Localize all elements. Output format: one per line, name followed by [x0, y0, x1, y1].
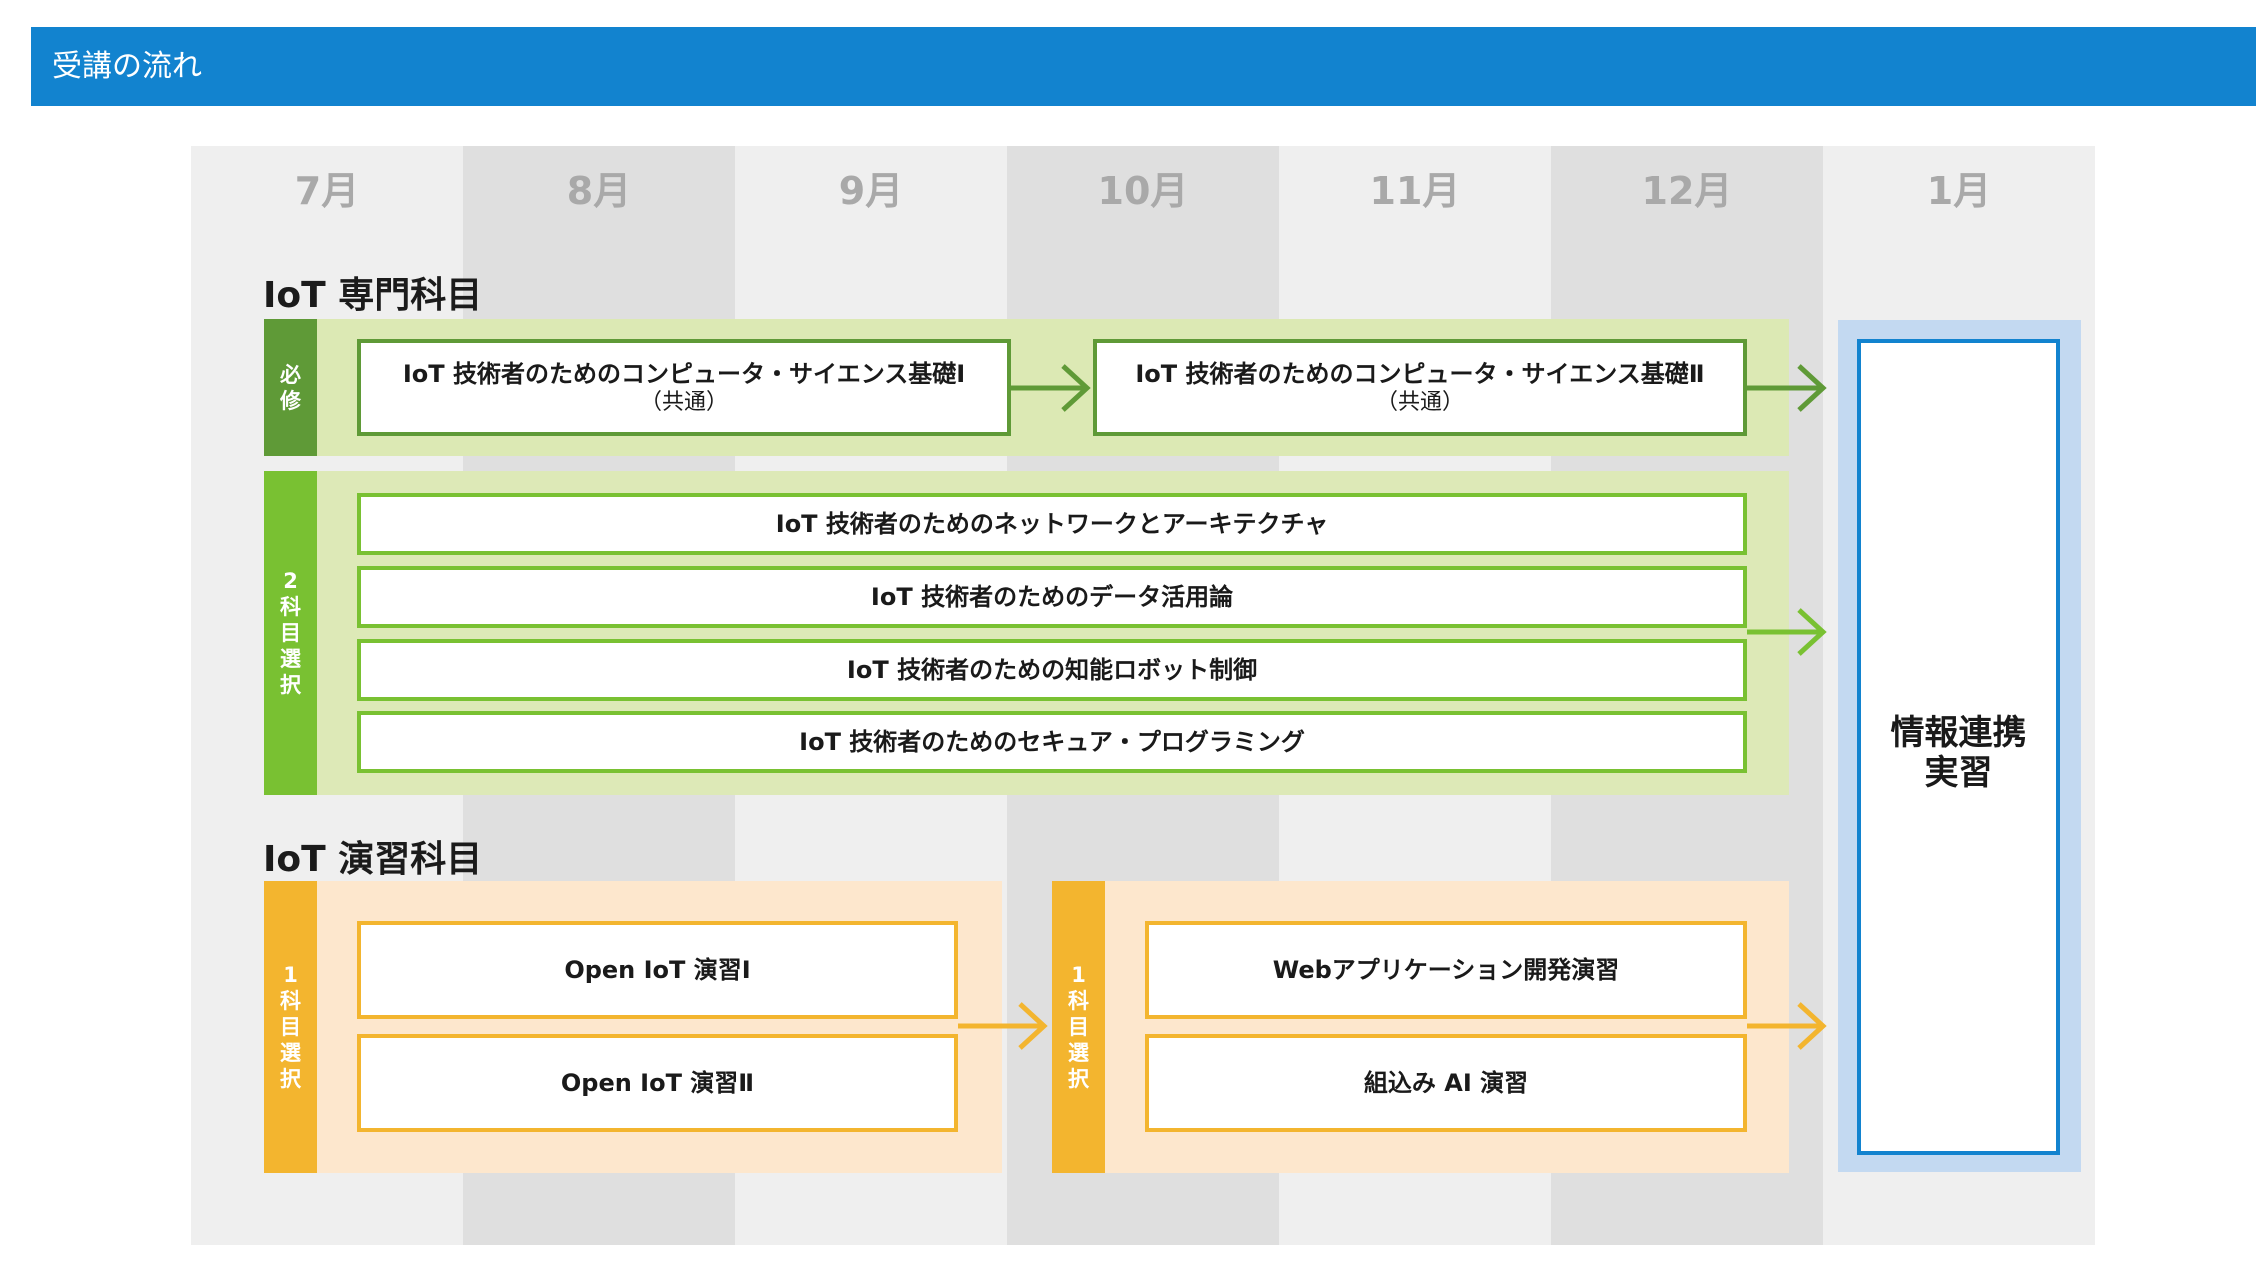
- section-title-practice: IoT 演習科目: [263, 839, 483, 880]
- arrow-right-icon: [958, 1002, 1048, 1050]
- page-title: 受講の流れ: [52, 49, 202, 84]
- course-title: Webアプリケーション開発演習: [1272, 956, 1620, 984]
- course-title: IoT 技術者のための知能ロボット制御: [846, 656, 1258, 684]
- elective-tab: 2科目選択: [264, 471, 317, 795]
- month-label: 10月: [1097, 169, 1189, 213]
- course-card-data: IoT 技術者のためのデータ活用論: [357, 566, 1747, 628]
- arrow-right-icon: [1747, 364, 1827, 412]
- course-title: 組込み AI 演習: [1363, 1069, 1529, 1097]
- header-bar: [31, 27, 2256, 106]
- arrow-right-icon: [1747, 608, 1827, 656]
- month-label: 1月: [1926, 169, 1992, 213]
- course-title: IoT 技術者のためのセキュア・プログラミング: [799, 728, 1305, 756]
- final-practicum-card: 情報連携実習: [1857, 339, 2060, 1155]
- course-card-secure: IoT 技術者のためのセキュア・プログラミング: [357, 711, 1747, 773]
- course-title: IoT 技術者のためのコンピュータ・サイエンス基礎Ⅱ: [1135, 359, 1705, 388]
- practice-tab-b: 1科目選択: [1052, 881, 1105, 1173]
- practice-tab-a: 1科目選択: [264, 881, 317, 1173]
- required-tab: 必修: [264, 319, 317, 456]
- course-card-open-iot-2: Open IoT 演習Ⅱ: [357, 1034, 958, 1132]
- course-note: （共通）: [1375, 389, 1464, 415]
- elective-tab-label: 2科目選択: [280, 569, 301, 697]
- section-title-specialized: IoT 専門科目: [263, 275, 483, 316]
- course-card-cs-basics-2: IoT 技術者のためのコンピュータ・サイエンス基礎Ⅱ （共通）: [1093, 339, 1747, 436]
- course-title: Open IoT 演習Ⅰ: [564, 956, 751, 984]
- course-card-embedded-ai: 組込み AI 演習: [1145, 1034, 1747, 1132]
- month-label: 11月: [1369, 169, 1461, 213]
- course-card-cs-basics-1: IoT 技術者のためのコンピュータ・サイエンス基礎Ⅰ （共通）: [357, 339, 1011, 436]
- course-card-open-iot-1: Open IoT 演習Ⅰ: [357, 921, 958, 1019]
- course-card-network: IoT 技術者のためのネットワークとアーキテクチャ: [357, 493, 1747, 555]
- course-card-web-app: Webアプリケーション開発演習: [1145, 921, 1747, 1019]
- course-title: IoT 技術者のためのコンピュータ・サイエンス基礎Ⅰ: [402, 359, 966, 388]
- month-label: 7月: [294, 169, 360, 213]
- month-label: 12月: [1641, 169, 1733, 213]
- final-practicum-title: 情報連携実習: [1890, 713, 2027, 793]
- course-title: IoT 技術者のためのネットワークとアーキテクチャ: [775, 510, 1329, 538]
- required-tab-label: 必修: [280, 362, 301, 413]
- course-card-robot: IoT 技術者のための知能ロボット制御: [357, 639, 1747, 701]
- month-label: 9月: [838, 169, 904, 213]
- month-label: 8月: [566, 169, 632, 213]
- arrow-right-icon: [1011, 364, 1091, 412]
- practice-tab-label: 1科目選択: [1068, 963, 1089, 1091]
- course-title: IoT 技術者のためのデータ活用論: [870, 583, 1234, 611]
- course-note: （共通）: [639, 389, 728, 415]
- arrow-right-icon: [1747, 1002, 1827, 1050]
- practice-tab-label: 1科目選択: [280, 963, 301, 1091]
- course-title: Open IoT 演習Ⅱ: [560, 1069, 755, 1097]
